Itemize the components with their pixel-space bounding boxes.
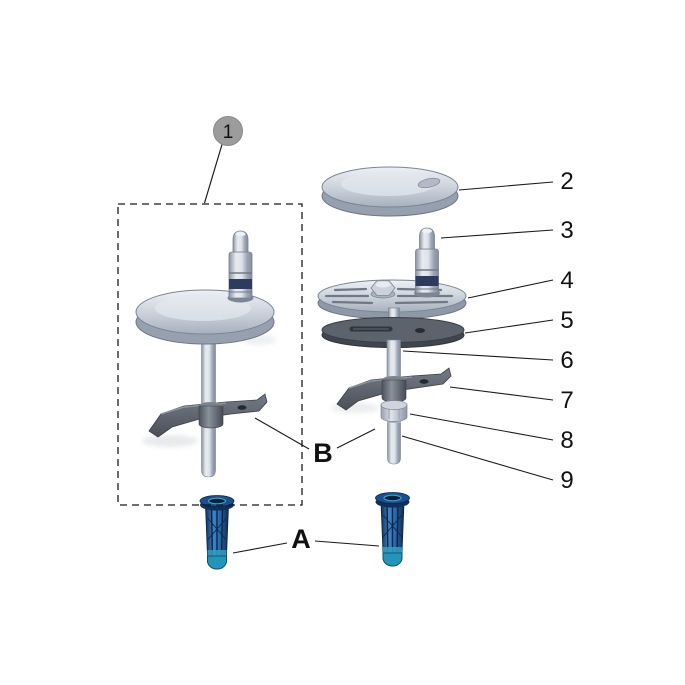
- callout-9-label: 9: [560, 467, 573, 494]
- leader-line-2: [458, 181, 554, 191]
- callout-8-label: 8: [560, 427, 573, 454]
- leader-line-8: [409, 413, 554, 441]
- soft-shadows: [142, 335, 379, 447]
- leader-line-A-left: [232, 542, 288, 554]
- callout-B-label: B: [313, 438, 333, 468]
- callout-2-label: 2: [560, 168, 573, 195]
- leader-line-A-right: [314, 540, 380, 547]
- cap-thumb-notch: [417, 177, 441, 189]
- callout-B-group: B: [254, 417, 376, 468]
- leader-line-B-left: [254, 417, 310, 450]
- part-3-pin: [414, 227, 440, 298]
- part-pin-left: [227, 230, 254, 303]
- leader-line-9: [401, 435, 554, 481]
- assembly-exploded-group: [317, 166, 467, 465]
- part-5-dark-disc: [321, 317, 465, 348]
- assembly-1-dashed-box: [117, 203, 303, 506]
- callout-5-label: 5: [560, 307, 573, 334]
- callout-7-label: 7: [560, 387, 573, 414]
- leader-line-B-right: [336, 428, 376, 449]
- callout-1-label: 1: [223, 122, 234, 143]
- part-wing-bracket-left: [148, 393, 268, 438]
- part-7-wing-bracket: [336, 367, 452, 411]
- part-9-lower-bolt: [387, 418, 401, 465]
- leader-line-1: [203, 144, 223, 204]
- leader-lines: [401, 181, 554, 481]
- leader-line-4: [467, 279, 554, 299]
- callout-4-label: 4: [560, 267, 573, 294]
- part-8-nut: [380, 400, 408, 422]
- leader-line-6: [402, 350, 554, 361]
- anchor-right: [374, 491, 411, 567]
- part-2-dome-cap: [321, 166, 459, 217]
- callout-A-label: A: [291, 524, 311, 554]
- callout-6-label: 6: [560, 347, 573, 374]
- disc-hole: [415, 328, 425, 333]
- bracket-hole-right: [419, 379, 429, 384]
- callout-A-group: A: [232, 524, 380, 554]
- anchor-left: [199, 494, 235, 570]
- plate-hex-bolt: [370, 280, 396, 299]
- part-dome-highlight-left: [155, 295, 251, 321]
- assembly-1-group: [135, 230, 275, 478]
- bracket-hole-left: [237, 405, 247, 410]
- leader-line-5: [464, 319, 554, 334]
- callout-1-circle: [213, 116, 243, 146]
- leader-line-7: [449, 386, 554, 401]
- callout-3-label: 3: [560, 217, 573, 244]
- callouts-group: 1 2 3 4 5 6 7 8 9 B A: [117, 116, 574, 554]
- leader-line-3: [440, 229, 554, 239]
